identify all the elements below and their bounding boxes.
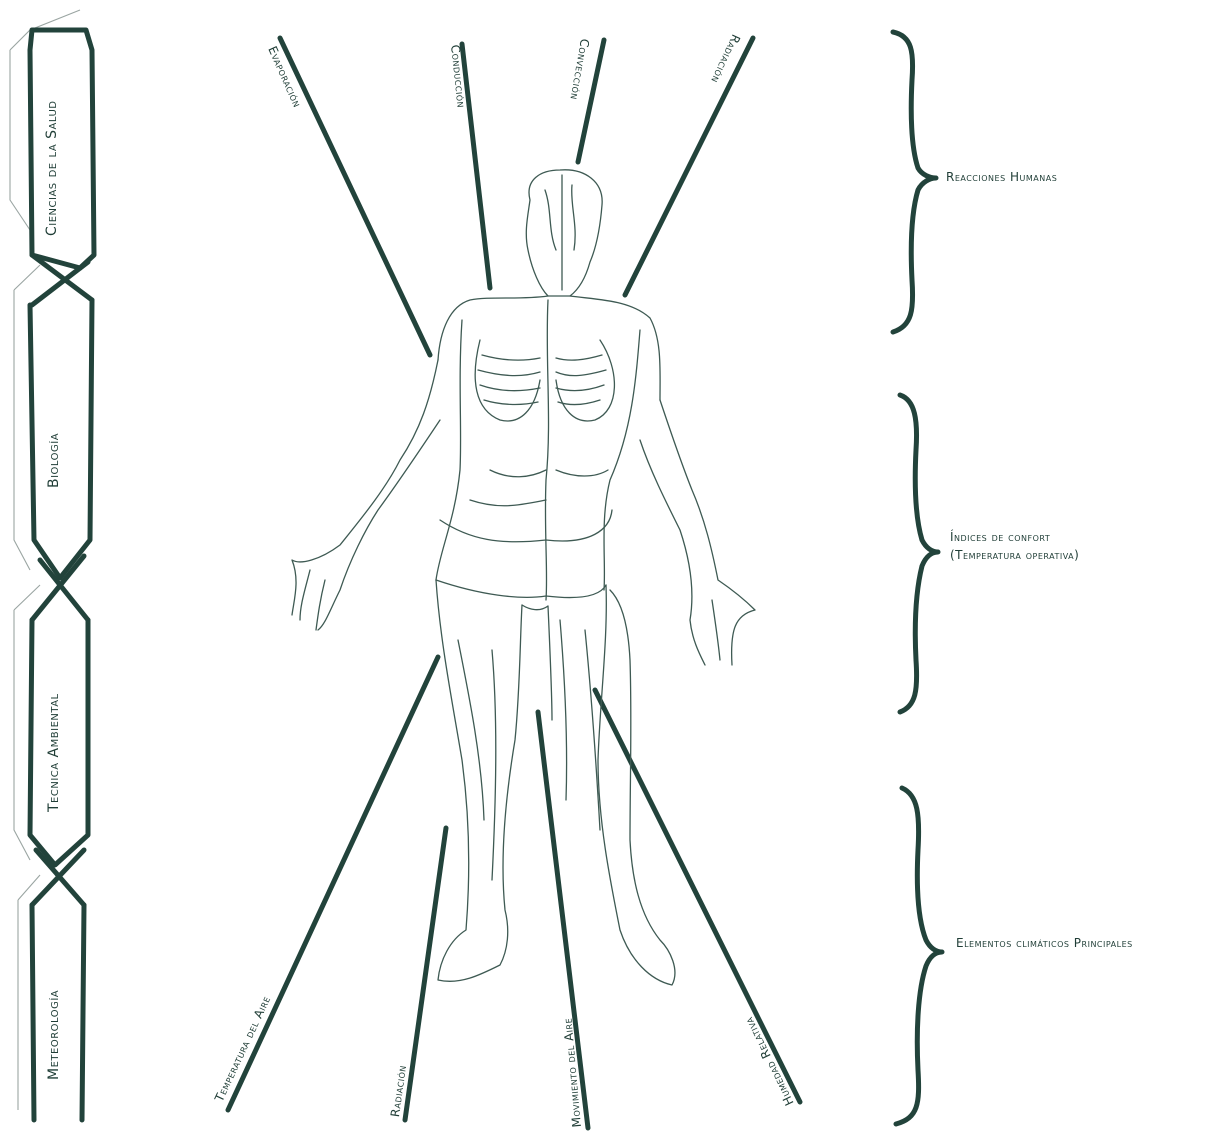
top-rays <box>280 38 753 355</box>
brace-label-indices-line1: Índices de confort <box>950 530 1050 544</box>
brace-elementos <box>896 788 942 1124</box>
braces <box>893 32 942 1124</box>
ray-evaporacion <box>280 38 430 355</box>
brace-label-indices-line2: (Temperatura operativa) <box>950 548 1079 562</box>
panel-ciencias-frame <box>30 30 94 268</box>
ray-temperatura <box>228 657 438 1110</box>
brace-reacciones <box>893 32 936 332</box>
brace-indices <box>900 395 938 712</box>
ray-radiacion-top <box>625 38 753 295</box>
bottom-rays <box>228 657 800 1128</box>
band-twist-3 <box>32 850 84 905</box>
band-twist-2 <box>32 556 88 620</box>
discipline-label-biologia: Biología <box>46 433 62 488</box>
human-figure <box>292 170 755 985</box>
discipline-label-tecnica: Tecnica Ambiental <box>46 693 62 812</box>
ray-conduccion <box>462 44 490 288</box>
brace-label-elementos: Elementos climáticos Principales <box>956 936 1133 950</box>
discipline-label-ciencias: Ciencias de la Salud <box>44 101 60 236</box>
ray-radiacion-bottom <box>405 828 446 1120</box>
ray-movimiento <box>538 712 588 1128</box>
brace-label-reacciones: Reacciones Humanas <box>946 170 1057 184</box>
ray-humedad <box>595 690 800 1102</box>
discipline-label-meteorologia: Meteorología <box>46 990 62 1080</box>
